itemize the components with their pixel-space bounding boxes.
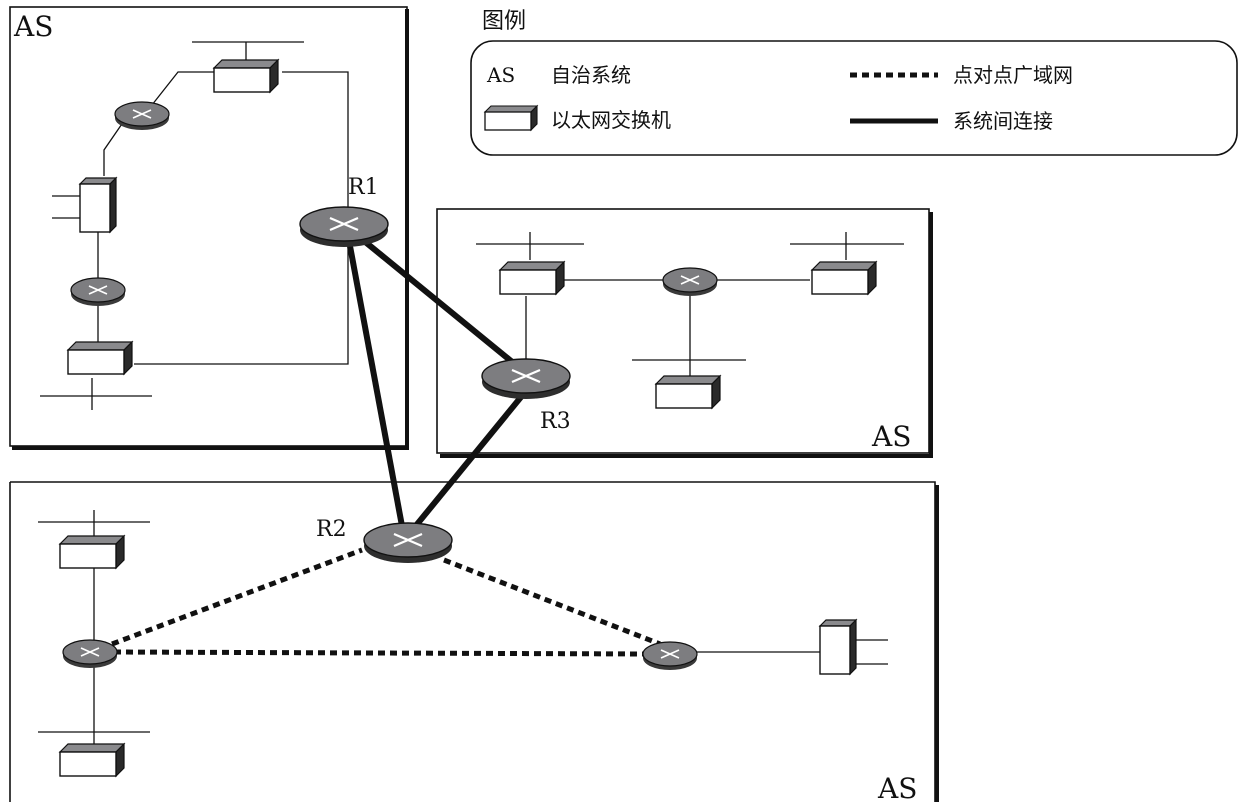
ethernet-switch-4 <box>499 261 565 295</box>
legend-as-text: 自治系统 <box>551 63 631 87</box>
legend-switch-icon <box>483 104 539 132</box>
ethernet-switch-9 <box>59 743 125 777</box>
router-small-5 <box>642 641 698 671</box>
ethernet-switch-5 <box>811 261 877 295</box>
legend-switch-text: 以太网交换机 <box>551 108 671 132</box>
as-middle-right-boundary <box>436 208 930 454</box>
legend-p2p-text: 点对点广域网 <box>953 63 1073 87</box>
as-top-left: AS <box>9 6 409 450</box>
ethernet-switch-2 <box>79 177 117 233</box>
ethernet-switch-1 <box>213 59 279 93</box>
router-r3 <box>480 357 572 401</box>
router-r1 <box>298 205 390 249</box>
ethernet-switch-8 <box>819 619 857 675</box>
router-r2 <box>362 521 454 565</box>
ethernet-switch-7 <box>59 535 125 569</box>
as-middle-right-label: AS <box>871 420 911 453</box>
legend-inter-text: 系统间连接 <box>953 109 1053 133</box>
ethernet-switch-6 <box>655 375 721 409</box>
router-r3-label: R3 <box>540 409 571 434</box>
legend: 图例 AS 自治系统 以太网交换机 点对点广域网 系统间连接 <box>470 9 1238 156</box>
as-bottom-boundary <box>10 481 936 802</box>
router-small-3 <box>662 267 718 297</box>
legend-box <box>470 40 1238 156</box>
router-small-4 <box>62 639 118 669</box>
legend-title: 图例 <box>482 9 526 34</box>
router-r2-label: R2 <box>316 517 347 542</box>
legend-as-abbr: AS <box>486 63 515 87</box>
as-top-left-label: AS <box>13 10 53 43</box>
inter-system-links <box>347 233 533 530</box>
as-top-left-links <box>40 41 349 410</box>
as-middle-right: AS <box>436 208 933 458</box>
router-r1-label: R1 <box>348 175 379 200</box>
as-bottom-links <box>38 510 888 746</box>
router-small-1 <box>114 101 170 131</box>
ethernet-switch-3 <box>67 341 133 375</box>
as-middle-right-links <box>476 232 904 380</box>
router-small-2 <box>70 277 126 307</box>
point-to-point-wan-links <box>111 547 661 657</box>
as-bottom: AS <box>9 481 939 802</box>
as-bottom-label: AS <box>877 772 917 802</box>
